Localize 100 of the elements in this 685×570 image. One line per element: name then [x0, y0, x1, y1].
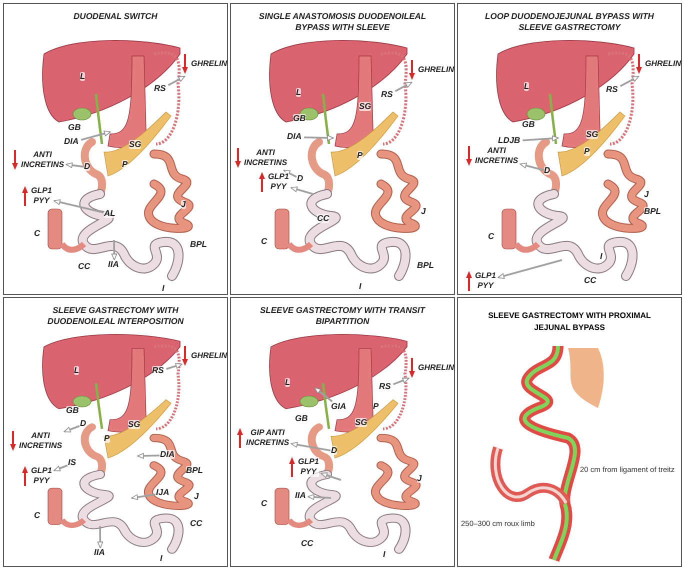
organ-label: P [122, 160, 128, 168]
pointer-arrow [166, 363, 182, 370]
organ-label: DIA [287, 132, 302, 140]
organ-label: D [331, 446, 338, 454]
panel-title: SLEEVE GASTRECTOMY WITH PROXIMAL JEJUNAL BYPASS [488, 310, 651, 334]
pointer-arrow [168, 76, 186, 86]
organ-label: C [34, 511, 40, 520]
organ-label: J [417, 474, 422, 482]
organ-label: P [357, 151, 363, 160]
panel [230, 3, 455, 295]
pointer-arrow [111, 240, 118, 260]
pointer-arrow [522, 135, 559, 142]
organ-label: D [544, 166, 550, 174]
hormone-label: GHRELIN [182, 346, 227, 366]
organ-label: CC [78, 262, 90, 270]
pointer-arrow [620, 76, 640, 87]
pointer-arrow [290, 186, 314, 195]
panel-title: SLEEVE GASTRECTOMY WITH DUODENOILEAL INTERPOSITION [46, 305, 185, 327]
pointer-arrow [66, 162, 84, 168]
pointer-arrow [520, 162, 544, 171]
organ-label: RS [381, 90, 393, 98]
organ-label: C [261, 499, 268, 508]
panel [3, 3, 228, 295]
organ-label: AL [104, 209, 116, 218]
organ-label: RS [152, 366, 164, 374]
organ-label: I [162, 284, 164, 292]
organ-label: IIA [94, 548, 105, 556]
organ-label: L [285, 378, 290, 386]
panel-title: LOOP DUODENOJEJUNAL BYPASS WITH SLEEVE GASTRECTOMY [484, 11, 655, 33]
pointer-arrow [64, 425, 80, 432]
pointer-arrow [137, 452, 160, 459]
organ-label: C [34, 229, 40, 238]
organ-label: SG [586, 130, 598, 138]
organ-label: GB [66, 406, 79, 414]
pointer-arrow [314, 387, 333, 402]
organ-label: J [194, 492, 199, 500]
hormone-label: GHRELIN [182, 54, 227, 74]
organ-label: CC [317, 214, 330, 222]
organ-label: GIA [331, 402, 346, 410]
organ-label: IJA [156, 488, 170, 496]
organ-label: P [373, 402, 379, 410]
hormone-label: GHRELIN [409, 358, 454, 378]
pointer-arrow [54, 464, 68, 472]
organ-label: IS [68, 458, 76, 466]
organ-label: IIA [108, 260, 119, 268]
organ-label: SG [129, 140, 142, 148]
pointer-arrow [290, 442, 331, 452]
pointer-arrow [54, 199, 104, 214]
organ-label: GB [295, 414, 308, 422]
organ-label: SG [355, 418, 368, 426]
organ-label: LDJB [498, 136, 520, 144]
panel-title: SLEEVE GASTRECTOMY WITH TRANSIT BIPARTITION [259, 305, 426, 327]
organ-label: C [488, 232, 494, 240]
organ-label: L [74, 366, 80, 374]
pointer-arrow [97, 526, 104, 548]
organ-label: L [80, 72, 86, 80]
organ-label: GB [293, 114, 306, 122]
pointer-arrow [131, 494, 156, 500]
pointer-arrow [392, 378, 410, 386]
organ-label: J [181, 200, 186, 208]
organ-label: L [524, 82, 530, 90]
organ-label: GB [68, 123, 81, 132]
organ-label: BPL [186, 466, 203, 474]
organ-label: CC [190, 519, 202, 528]
pointer-arrow [498, 259, 562, 279]
organ-label: P [584, 147, 590, 156]
organ-label: RS [379, 382, 391, 390]
pointer-arrow [304, 134, 334, 141]
organ-label: BPL [644, 207, 661, 216]
organ-label: D [80, 419, 86, 428]
pointer-arrow [80, 130, 111, 141]
organ-label: L [296, 88, 302, 96]
organ-label: J [644, 190, 649, 198]
panel [230, 297, 455, 567]
panel-title: DUODENAL SWITCH [72, 11, 158, 22]
organ-label: P [104, 434, 110, 442]
organ-label: IIA [295, 491, 306, 500]
organ-label: I [359, 282, 362, 290]
panel [457, 297, 682, 567]
organ-label: RS [606, 85, 618, 94]
panel-title: SINGLE ANASTOMOSIS DUODENOILEAL BYPASS WITH SLEEVE [258, 11, 428, 33]
organ-label: D [297, 174, 304, 182]
organ-label: BPL [417, 261, 434, 270]
organ-label: I [600, 252, 602, 260]
hormone-label: GHRELIN [636, 54, 681, 74]
organ-label: SG [128, 420, 140, 428]
hormone-label: GHRELIN [409, 60, 454, 80]
organ-label: DIA [160, 450, 175, 458]
pointer-arrow [320, 472, 342, 481]
organ-label: RS [154, 84, 166, 92]
pointer-arrow [308, 494, 332, 500]
organ-label: I [383, 550, 386, 558]
organ-label: CC [584, 276, 596, 284]
panel [3, 297, 228, 567]
organ-label: SG [359, 102, 372, 110]
pointer-arrow [394, 82, 412, 92]
organ-label: I [160, 554, 162, 562]
organ-label: BPL [190, 240, 207, 248]
organ-label: GB [522, 120, 535, 128]
organ-label: DIA [64, 137, 79, 146]
